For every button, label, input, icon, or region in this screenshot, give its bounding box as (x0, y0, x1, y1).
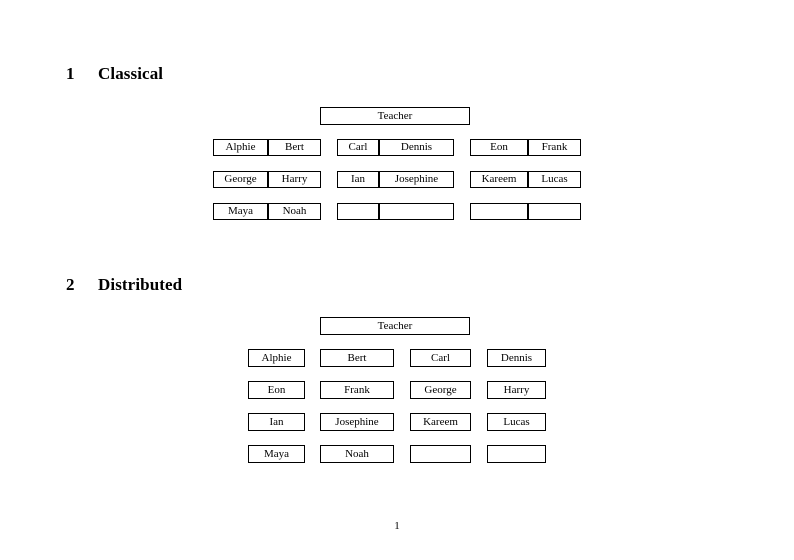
desk-row: Maya Noah (213, 203, 321, 220)
desk-cell-empty (470, 203, 528, 220)
desk-cell: Dennis (379, 139, 454, 156)
desk-row: Alphie Bert (213, 139, 321, 156)
desk-cell: George (213, 171, 268, 188)
desk-row: Eon Frank George Harry (0, 381, 794, 399)
desk-cell: Carl (410, 349, 471, 367)
desk-cell: Alphie (213, 139, 268, 156)
teacher-desk-classical: Teacher (320, 107, 470, 125)
section-heading-classical: 1 Classical (66, 64, 163, 84)
section-number: 1 (66, 64, 75, 83)
desk-row: George Harry (213, 171, 321, 188)
desk-cell: Maya (213, 203, 268, 220)
desk-row: Alphie Bert Carl Dennis (0, 349, 794, 367)
desk-cell: Noah (320, 445, 394, 463)
desk-cell: Kareem (470, 171, 528, 188)
desk-row (337, 203, 454, 220)
desk-cell: Frank (528, 139, 581, 156)
desk-cell: Kareem (410, 413, 471, 431)
desk-cell: Josephine (379, 171, 454, 188)
desk-cell-empty (337, 203, 379, 220)
page-number: 1 (394, 520, 400, 532)
desk-cell-empty (410, 445, 471, 463)
desk-cell: Dennis (487, 349, 546, 367)
desk-cell: Noah (268, 203, 321, 220)
desk-cell: Ian (337, 171, 379, 188)
desk-cell: Lucas (487, 413, 546, 431)
desk-row: Ian Josephine Kareem Lucas (0, 413, 794, 431)
desk-cell-empty (487, 445, 546, 463)
teacher-desk-distributed: Teacher (320, 317, 470, 335)
desk-row (470, 203, 581, 220)
desk-cell: Bert (320, 349, 394, 367)
desk-cell-empty (528, 203, 581, 220)
desk-cell: Lucas (528, 171, 581, 188)
section-title: Distributed (98, 275, 183, 294)
desk-row: Kareem Lucas (470, 171, 581, 188)
desk-row: Ian Josephine (337, 171, 454, 188)
desk-row: Carl Dennis (337, 139, 454, 156)
desk-cell: Harry (487, 381, 546, 399)
section-title: Classical (98, 64, 164, 83)
desk-row: Maya Noah (0, 445, 794, 463)
section-number: 2 (66, 275, 75, 294)
section-heading-distributed: 2 Distributed (66, 275, 182, 295)
desk-cell: Eon (470, 139, 528, 156)
desk-cell: Maya (248, 445, 305, 463)
desk-cell: Ian (248, 413, 305, 431)
desk-cell: George (410, 381, 471, 399)
desk-cell: Harry (268, 171, 321, 188)
desk-cell: Bert (268, 139, 321, 156)
desk-cell: Eon (248, 381, 305, 399)
desk-cell: Carl (337, 139, 379, 156)
desk-cell-empty (379, 203, 454, 220)
desk-row: Eon Frank (470, 139, 581, 156)
desk-cell: Frank (320, 381, 394, 399)
desk-cell: Alphie (248, 349, 305, 367)
desk-cell: Josephine (320, 413, 394, 431)
